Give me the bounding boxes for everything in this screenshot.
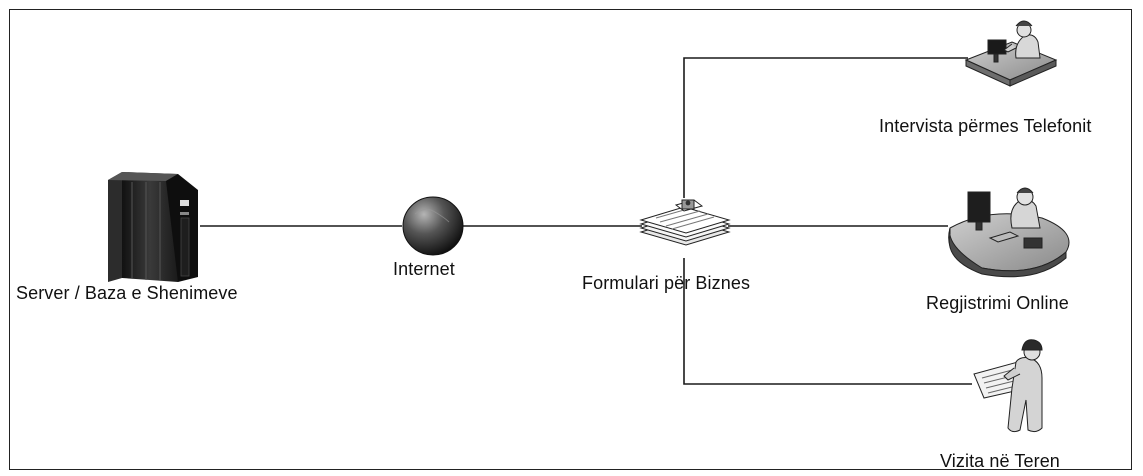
diagram-frame [9, 9, 1132, 470]
form-documents-icon [639, 199, 731, 246]
globe-icon [402, 196, 464, 256]
phone-interview-label: Intervista përmes Telefonit [879, 116, 1092, 136]
field-visit-label: Vizita në Teren [940, 451, 1060, 471]
line-form-phone [683, 57, 968, 198]
server-label: Server / Baza e Shenimeve [16, 283, 238, 303]
line-form-field [683, 258, 972, 385]
computer-user-icon [948, 187, 1070, 278]
phone-operator-icon [964, 20, 1058, 87]
server-rack-icon [108, 172, 198, 282]
internet-label: Internet [393, 259, 455, 279]
form-label: Formulari për Biznes [582, 273, 751, 293]
field-worker-icon [973, 339, 1043, 433]
online-registration-label: Regjistrimi Online [926, 293, 1069, 313]
connector-lines [200, 57, 972, 385]
